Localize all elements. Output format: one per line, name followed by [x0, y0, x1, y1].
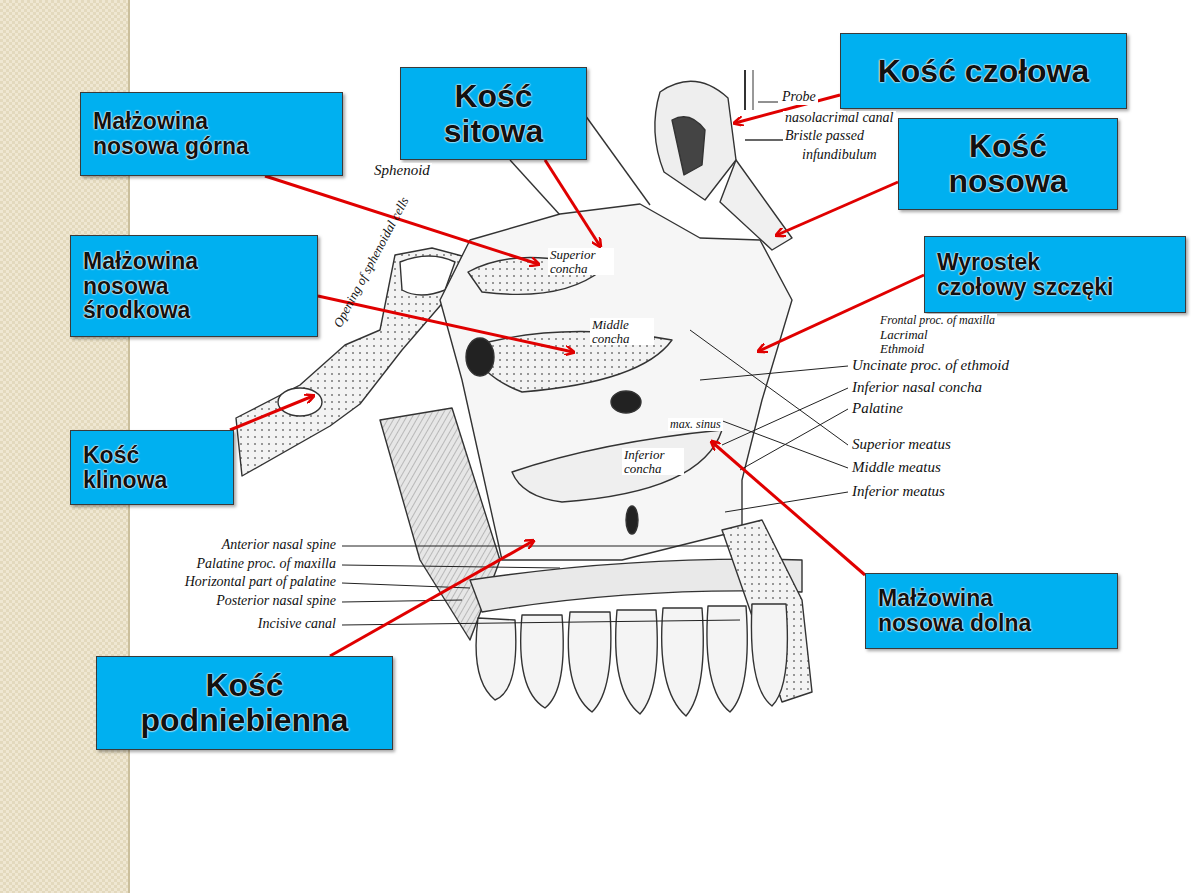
bone-label-box: Kość klinowa — [70, 430, 234, 505]
bone-name: Małżowina nosowa dolna — [878, 586, 1068, 636]
anatomy-label: nasolacrimal canal — [783, 111, 896, 126]
anatomy-label: Lacrimal — [878, 328, 930, 342]
anatomy-label: Posterior nasal spine — [214, 594, 338, 609]
bone-label-box: Małżowina nosowa górna — [80, 92, 343, 176]
anatomy-label: Bristle passed — [783, 129, 866, 144]
bone-label-box: Kość podniebienna — [96, 656, 393, 750]
bone-label-box: Kość czołowa — [840, 33, 1127, 109]
anatomy-label: Ethmoid — [878, 342, 926, 356]
anatomy-label: max. sinus — [668, 418, 723, 431]
anatomy-label: Uncinate proc. of ethmoid — [850, 358, 1011, 374]
anatomy-label: Inferior meatus — [850, 484, 947, 500]
anatomy-label: Palatine — [850, 401, 905, 417]
anatomy-label: Probe — [780, 90, 818, 105]
bone-name: Kość czołowa — [878, 54, 1090, 89]
anatomy-label: infundibulum — [800, 148, 879, 163]
bone-name: Kość nosowa — [938, 129, 1078, 198]
anatomy-label: Incisive canal — [256, 617, 338, 632]
anatomy-label: Middle meatus — [850, 460, 943, 476]
bone-name: Kość sitowa — [434, 79, 554, 148]
bone-name: Kość klinowa — [83, 443, 203, 493]
bone-name: Małżowina nosowa górna — [93, 109, 283, 159]
anatomy-label: Superior concha — [548, 248, 614, 275]
bone-label-box: Wyrostek czołowy szczęki — [924, 236, 1186, 313]
bone-label-box: Kość nosowa — [898, 118, 1118, 210]
anatomy-label: Inferior nasal concha — [850, 380, 984, 396]
bone-label-box: Małżowina nosowa środkowa — [70, 235, 318, 337]
anatomy-label: Inferior concha — [622, 448, 684, 475]
bone-label-box: Kość sitowa — [400, 67, 587, 160]
anatomy-label: Superior meatus — [850, 437, 953, 453]
anatomy-label: Sphenoid — [372, 163, 432, 179]
anatomy-label: Middle concha — [590, 318, 654, 345]
bone-name: Kość podniebienna — [127, 668, 362, 737]
bone-name: Wyrostek czołowy szczęki — [937, 250, 1132, 300]
anatomy-label: Palatine proc. of maxilla — [195, 557, 338, 572]
bone-label-box: Małżowina nosowa dolna — [865, 573, 1118, 649]
anatomy-label: Frontal proc. of maxilla — [878, 314, 997, 327]
anatomy-label: Anterior nasal spine — [220, 538, 338, 553]
anatomy-label: Opening of sphenoidal cells — [330, 193, 412, 331]
bone-name: Małżowina nosowa środkowa — [83, 249, 213, 323]
anatomy-label: Horizontal part of palatine — [183, 575, 338, 590]
